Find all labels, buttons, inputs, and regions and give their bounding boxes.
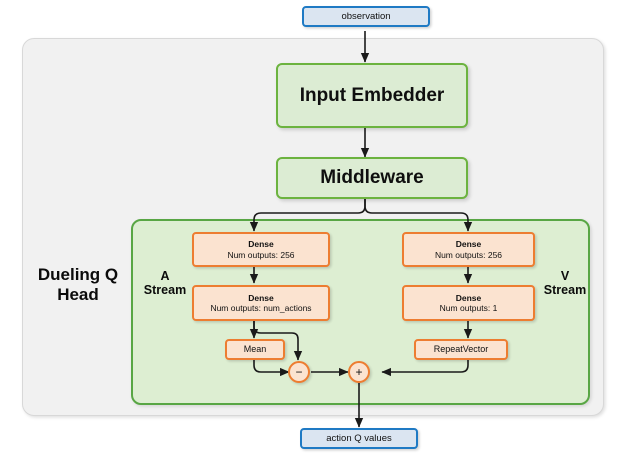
v-stream-dense-1-box: Dense Num outputs: 256 — [402, 232, 535, 267]
action-q-values-label: action Q values — [326, 433, 392, 444]
middleware-label: Middleware — [320, 167, 424, 188]
dueling-q-head-title: Dueling Q Head — [31, 265, 125, 304]
subtract-operator-symbol: − — [295, 365, 303, 379]
middleware-box: Middleware — [276, 157, 468, 199]
a-stream-dense-1-detail: Num outputs: 256 — [227, 249, 295, 260]
action-q-values-box: action Q values — [300, 428, 418, 449]
a-stream-dense-2-title: Dense — [248, 292, 274, 303]
repeat-vector-box: RepeatVector — [414, 339, 508, 360]
observation-label: observation — [341, 11, 391, 22]
dueling-q-head-title-line2: Head — [57, 284, 99, 304]
v-stream-dense-2-title: Dense — [455, 292, 482, 303]
a-stream-dense-1-box: Dense Num outputs: 256 — [192, 232, 330, 267]
v-stream-dense-2-detail: Num outputs: 1 — [439, 303, 498, 313]
subtract-operator-circle: − — [288, 361, 310, 383]
observation-box: observation — [302, 6, 430, 27]
v-stream-label-line1: V — [560, 269, 570, 283]
v-stream-dense-2-box: Dense Num outputs: 1 — [402, 285, 535, 321]
v-stream-label-line2: Stream — [543, 283, 587, 298]
a-stream-dense-2-box: Dense Num outputs: num_actions — [192, 285, 330, 321]
add-operator-circle: + — [348, 361, 370, 383]
v-stream-label: V Stream — [534, 269, 596, 298]
a-stream-label-line2: Stream — [143, 283, 187, 298]
input-embedder-label: Input Embedder — [299, 84, 445, 106]
dueling-q-head-title-line1: Dueling Q — [37, 265, 119, 284]
v-stream-dense-1-title: Dense — [455, 239, 482, 250]
mean-label: Mean — [243, 344, 267, 355]
add-operator-symbol: + — [355, 365, 363, 379]
v-stream-dense-1-detail: Num outputs: 256 — [434, 249, 503, 260]
a-stream-label: A Stream — [137, 269, 193, 298]
mean-box: Mean — [225, 339, 285, 360]
a-stream-dense-1-title: Dense — [248, 239, 274, 250]
a-stream-dense-2-detail: Num outputs: num_actions — [210, 303, 312, 313]
input-embedder-box: Input Embedder — [276, 63, 468, 128]
a-stream-label-line1: A — [160, 269, 170, 283]
repeat-vector-label: RepeatVector — [433, 344, 489, 355]
